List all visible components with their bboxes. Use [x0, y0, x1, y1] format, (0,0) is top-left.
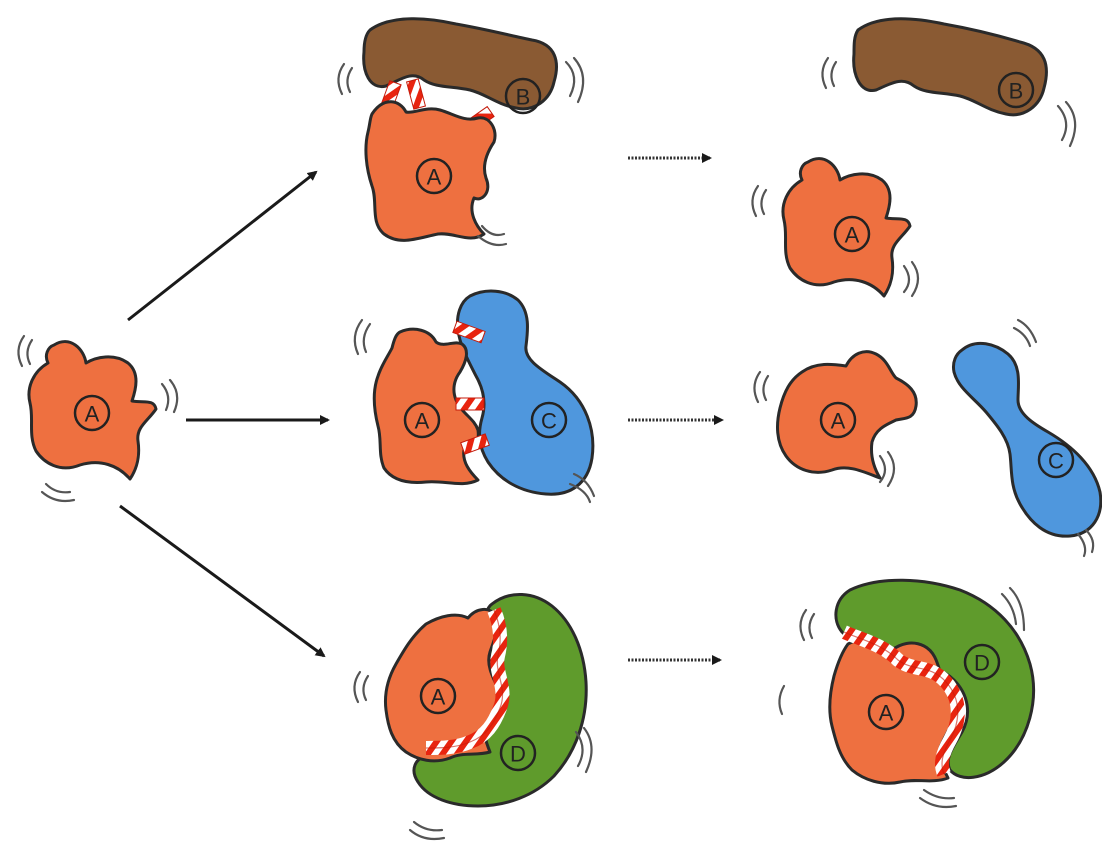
protein-a-label: A — [427, 165, 442, 190]
protein-a-label: A — [431, 685, 446, 710]
protein-a-initial: A — [29, 342, 156, 479]
protein-a-label: A — [831, 409, 846, 434]
protein-a-label: A — [845, 223, 860, 248]
dissociated-ac: A C — [754, 320, 1100, 556]
complex-ad: D A — [354, 594, 591, 839]
protein-c-label: C — [541, 409, 557, 434]
arrow-to-b-complex — [128, 172, 316, 320]
protein-a-label: A — [415, 409, 430, 434]
protein-a-shape — [778, 352, 917, 478]
protein-b-label: B — [516, 85, 531, 110]
protein-c-shape — [953, 343, 1100, 536]
protein-c-shape — [458, 291, 593, 494]
protein-c-label: C — [1048, 449, 1064, 474]
dissociated-ab: B A — [752, 19, 1075, 296]
protein-a-label: A — [85, 402, 100, 427]
protein-a-label: A — [879, 701, 894, 726]
complex-ac: C A — [355, 291, 594, 502]
protein-d-label: D — [510, 742, 526, 767]
arrow-to-d-complex — [120, 506, 324, 656]
protein-b-label: B — [1009, 79, 1024, 104]
stable-complex-ad: D A — [779, 580, 1033, 807]
protein-d-label: D — [974, 651, 990, 676]
complex-ab: B A — [338, 19, 583, 245]
